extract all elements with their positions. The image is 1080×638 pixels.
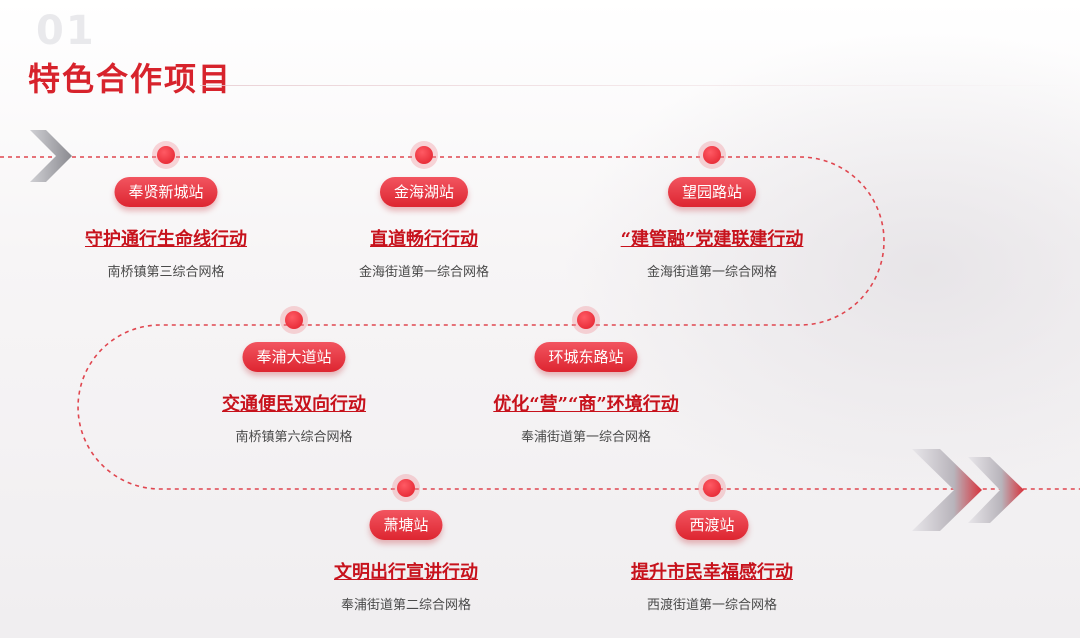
grid-name: 南桥镇第六综合网格	[235, 430, 353, 445]
grid-name: 奉浦街道第二综合网格	[340, 598, 472, 613]
grid-name: 南桥镇第三综合网格	[107, 265, 225, 280]
station-label: 奉浦大道站	[242, 342, 346, 372]
page-title: 特色合作项目	[28, 60, 233, 98]
project-name[interactable]: 优化“营”“商”环境行动	[493, 394, 679, 415]
background-cloud	[560, 30, 1080, 510]
project-name[interactable]: “建管融”党建联建行动	[620, 229, 804, 250]
station-dot	[572, 306, 600, 334]
station-dot	[410, 141, 438, 169]
station-dot	[392, 474, 420, 502]
station-label: 西渡站	[675, 510, 749, 540]
grid-name: 金海街道第一综合网格	[358, 265, 490, 280]
project-name[interactable]: 守护通行生命线行动	[85, 229, 247, 250]
station-label: 金海湖站	[379, 177, 469, 207]
title-divider	[200, 85, 1080, 86]
project-name[interactable]: 文明出行宣讲行动	[334, 562, 478, 583]
station-label: 望园路站	[667, 177, 757, 207]
station-label: 环城东路站	[534, 342, 638, 372]
grid-name: 西渡街道第一综合网格	[646, 598, 778, 613]
grid-name: 金海街道第一综合网格	[646, 265, 778, 280]
project-name[interactable]: 交通便民双向行动	[222, 394, 366, 415]
chevron-right-icon	[30, 130, 72, 182]
double-chevron-right-icon	[912, 449, 1024, 531]
grid-name: 奉浦街道第一综合网格	[520, 430, 652, 445]
project-name[interactable]: 提升市民幸福感行动	[631, 562, 793, 583]
project-name[interactable]: 直道畅行行动	[370, 229, 478, 250]
station-dot	[280, 306, 308, 334]
section-number: 01	[36, 8, 96, 54]
station-dot	[152, 141, 180, 169]
station-dot	[698, 474, 726, 502]
station-label: 萧塘站	[369, 510, 443, 540]
station-label: 奉贤新城站	[114, 177, 218, 207]
station-dot	[698, 141, 726, 169]
